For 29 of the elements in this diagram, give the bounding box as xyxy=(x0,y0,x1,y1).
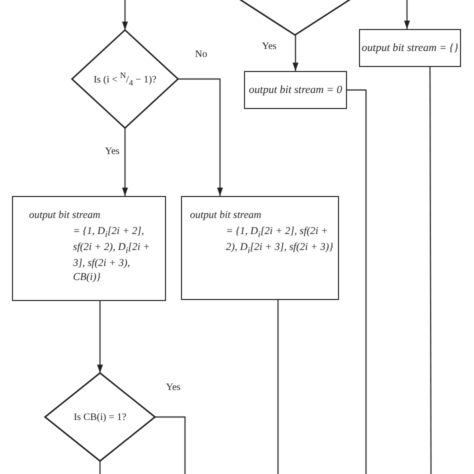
condition-text: Is CB(i) = 1? xyxy=(74,412,126,422)
process-text: output bit stream xyxy=(190,209,262,223)
connector-line xyxy=(99,461,101,474)
formula-text: = {1, D$_{i}$[2i + 2], sf(2i + 2), D$_{i}$[2i + 3], sf(2i + 3), CB(i)} xyxy=(72,225,151,286)
process-box xyxy=(181,196,339,300)
connector-line xyxy=(429,67,432,474)
process-box xyxy=(359,29,461,67)
arrow xyxy=(97,301,103,373)
edge-label: Yes xyxy=(262,42,277,52)
process-box xyxy=(244,71,347,109)
arrow xyxy=(292,35,298,71)
decision-diamond xyxy=(45,373,155,461)
process-text: output bit stream xyxy=(29,209,102,223)
process-box xyxy=(12,196,166,301)
condition-text: Is (i < $^{N}$/$_{4}$ − 1)? xyxy=(94,70,156,88)
decision-diamond xyxy=(72,30,178,128)
process-text: output bit stream = 0 xyxy=(248,82,342,98)
edge-label: Yes xyxy=(166,383,181,393)
arrow xyxy=(122,128,128,196)
arrow xyxy=(178,78,223,196)
formula-text: = {1, D$_{i}$[2i + 2], sf(2i + 2), D$_{i}$[2i + 3], sf(2i + 3)} xyxy=(225,225,334,257)
connector-line xyxy=(277,300,279,474)
edge-label: No xyxy=(195,50,208,60)
arrow xyxy=(404,0,410,29)
connector-line xyxy=(347,89,367,474)
process-text: output bit stream = {} xyxy=(362,40,458,56)
edge-label: Yes xyxy=(105,147,120,157)
arrow xyxy=(122,0,128,30)
connector-line xyxy=(155,416,186,474)
